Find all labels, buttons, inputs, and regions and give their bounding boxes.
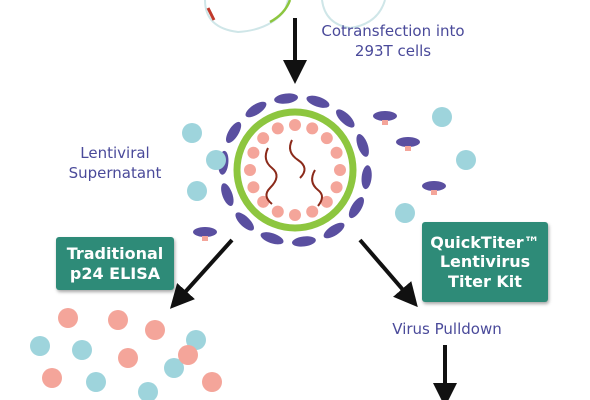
envelope-glycoprotein (356, 133, 369, 157)
p24-protein-dot (330, 181, 343, 194)
envelope-glycoprotein (221, 183, 234, 207)
plasmid-icon (204, 0, 292, 34)
pulldown-label: Virus Pulldown (392, 320, 502, 338)
elisa-particle (30, 336, 50, 356)
p24-protein-dot (320, 132, 333, 145)
free-glycoprotein (396, 137, 420, 147)
elisa-box: Traditional p24 ELISA (56, 237, 174, 290)
free-glycoprotein (193, 227, 217, 237)
arrow-to-elisa (169, 238, 234, 309)
envelope-glycoprotein (361, 165, 372, 190)
p24-protein-dot (247, 146, 260, 159)
free-glycoprotein-stem (405, 146, 411, 151)
free-glycoprotein (422, 181, 446, 191)
lentivirus-particle (218, 93, 372, 247)
envelope-glycoprotein (323, 222, 345, 239)
free-glycoprotein (373, 111, 397, 121)
envelope-glycoprotein (225, 121, 242, 144)
p24-protein-dot (306, 205, 319, 218)
elisa-particle (138, 382, 158, 400)
quicktiter-box: QuickTiter™ Lentivirus Titer Kit (422, 222, 548, 302)
elisa-particle (186, 330, 206, 350)
elisa-particle (42, 368, 62, 388)
envelope-glycoprotein (274, 93, 298, 104)
elisa-particle (72, 340, 92, 360)
elisa-particle (145, 320, 165, 340)
envelope-glycoprotein (348, 196, 365, 219)
free-particle (456, 150, 476, 170)
p24-protein-dot (271, 205, 284, 218)
plasmid-icon (321, 0, 386, 30)
envelope-glycoprotein (260, 232, 284, 245)
free-particle (432, 107, 452, 127)
elisa-particle (202, 372, 222, 392)
elisa-particle (108, 310, 128, 330)
p24-protein-dot (257, 132, 270, 145)
free-particle (206, 150, 226, 170)
p24-protein-dot (257, 195, 270, 208)
free-glycoprotein-stem (202, 236, 208, 241)
arrow-to-quicktiter (358, 238, 418, 308)
free-particle (395, 203, 415, 223)
free-particles (182, 107, 476, 241)
free-glycoprotein-stem (431, 190, 437, 195)
p24-protein-dot (320, 195, 333, 208)
envelope-glycoprotein (336, 109, 355, 128)
p24-protein-dot (244, 164, 256, 176)
elisa-particle (86, 372, 106, 392)
p24-protein-dot (289, 209, 301, 221)
free-particle (187, 181, 207, 201)
p24-protein-dot (289, 119, 301, 131)
elisa-particle (178, 345, 198, 365)
p24-protein-dot (271, 122, 284, 135)
p24-protein-dot (330, 146, 343, 159)
elisa-particle (118, 348, 138, 368)
envelope-glycoprotein (235, 212, 254, 231)
elisa-particle (164, 358, 184, 378)
cotransfection-label: Cotransfection into 293T cells (321, 22, 465, 60)
rna-strand (311, 169, 323, 207)
elisa-particles (30, 308, 222, 400)
supernatant-label: Lentiviral Supernatant (68, 144, 162, 182)
rna-strand (264, 147, 278, 205)
p24-protein-dot (334, 164, 346, 176)
free-particle (182, 123, 202, 143)
envelope-glycoprotein (245, 101, 267, 118)
p24-protein-dot (247, 181, 260, 194)
envelope-glycoprotein (292, 236, 316, 247)
elisa-particle (58, 308, 78, 328)
envelope-glycoprotein (306, 95, 330, 108)
p24-protein-dot (306, 122, 319, 135)
free-glycoprotein-stem (382, 120, 388, 125)
rna-strand (289, 139, 306, 179)
